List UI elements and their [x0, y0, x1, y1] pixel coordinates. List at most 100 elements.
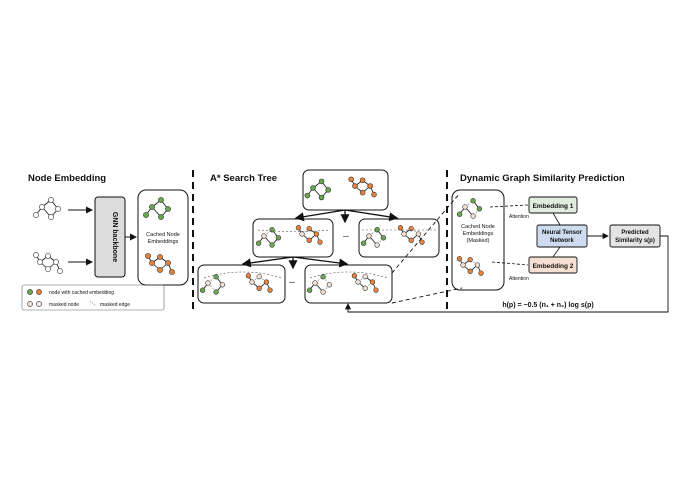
legend-orange-node: [36, 289, 42, 295]
plain-node: [37, 259, 43, 265]
root-graph-green: [304, 178, 331, 201]
tree-root-box: [302, 169, 389, 211]
cached-node: [359, 177, 366, 184]
tree-edge-4: [241, 256, 294, 268]
masked-node: [462, 204, 468, 210]
cached-node: [467, 268, 473, 274]
masked-node: [320, 289, 326, 295]
cached-node: [351, 273, 358, 279]
graph-layer: [27, 176, 484, 307]
masked-node: [415, 231, 422, 237]
cached-node: [267, 287, 273, 293]
l2-left-orange: [245, 273, 273, 293]
masked-node: [261, 233, 267, 239]
masked-node: [362, 273, 368, 280]
predicted-label-line1: Predicted: [621, 230, 649, 236]
cached-node: [295, 225, 302, 231]
emb1-to-ntn: [552, 212, 561, 226]
title-similarity: Dynamic Graph Similarity Prediction: [460, 173, 625, 184]
plain-node: [39, 204, 45, 210]
l1-left-orange: [295, 225, 323, 245]
cached-node: [165, 260, 171, 266]
cached-node: [397, 225, 404, 231]
legend-masked-edge: [89, 300, 97, 307]
cached-graph-green: [143, 197, 171, 220]
masked-node: [362, 285, 368, 291]
plain-node: [48, 197, 54, 203]
masked-box-green: [456, 198, 483, 219]
masked-node: [460, 262, 466, 268]
matching-arc: [257, 229, 331, 232]
plain-node: [33, 252, 39, 258]
cached-node: [275, 235, 282, 241]
cached-node: [169, 269, 175, 275]
cached-node: [369, 279, 376, 285]
cached-node: [269, 227, 275, 233]
masked-node: [401, 231, 407, 237]
tree-edge-2: [344, 209, 399, 222]
masked-node: [256, 273, 262, 280]
masked-node: [249, 279, 255, 285]
legend-masked-node-1: [27, 301, 33, 307]
emb2-to-ntn: [552, 246, 561, 258]
plain-node: [55, 206, 61, 212]
legend-green-node: [27, 289, 33, 295]
cached-node: [158, 214, 164, 220]
tree-level2-left-box: [197, 264, 286, 304]
cached-node: [306, 225, 312, 232]
legend-masked-label: masked node: [49, 302, 79, 308]
cached-node: [213, 289, 219, 295]
cached-node: [348, 176, 354, 183]
ellipsis-level1: ...: [343, 232, 349, 239]
masked-node: [205, 280, 211, 286]
cached-node: [213, 274, 219, 280]
cached-node: [149, 204, 155, 210]
masked-box-orange: [456, 256, 484, 276]
cached-label-line2: Embeddings: [148, 239, 179, 245]
masked-label-line3: (Masked): [467, 238, 490, 244]
gnn-backbone-box: [94, 196, 126, 278]
plain-node: [57, 268, 63, 274]
masked-node: [366, 233, 372, 239]
masked-embeddings-box: [451, 189, 505, 291]
attention-line-1: [489, 204, 529, 208]
plain-node: [45, 266, 51, 272]
title-node-embedding: Node Embedding: [28, 173, 106, 184]
cached-node: [149, 260, 155, 266]
cached-label-line1: Cached Node: [146, 232, 180, 238]
cached-node: [263, 279, 270, 285]
legend-masked-node-2: [36, 301, 42, 307]
l1-right-orange: [397, 225, 425, 245]
cached-node: [158, 197, 164, 203]
cached-node: [199, 287, 206, 293]
attention-label-2: Attention: [509, 276, 529, 282]
cached-graph-orange: [145, 253, 175, 275]
title-search-tree: A* Search Tree: [210, 173, 277, 184]
l2-right-green: [306, 274, 333, 295]
masked-node: [374, 242, 380, 248]
cached-node: [306, 287, 313, 293]
cached-node: [359, 189, 366, 196]
gnn-label: GNN backbone: [111, 212, 118, 262]
l2-right-orange: [351, 273, 379, 293]
masked-node: [219, 282, 226, 288]
plain-node: [48, 214, 54, 220]
cached-node: [476, 206, 483, 212]
cached-node: [352, 183, 358, 189]
cached-node: [145, 253, 151, 259]
attention-label-1: Attention: [509, 214, 529, 220]
cached-node: [255, 240, 262, 246]
legend-cached-label: node with cached embedding: [49, 290, 114, 296]
heuristic-formula: h(p) = −0.5 (n₁ + n₂) log s(p): [502, 302, 593, 309]
plain-node: [33, 212, 39, 218]
tree-level1-right-box: [358, 218, 440, 258]
cached-node: [256, 285, 262, 291]
l2-left-green: [199, 274, 226, 295]
cached-node: [419, 239, 425, 245]
embedding-2-label: Embedding 2: [533, 263, 574, 270]
cached-node: [360, 240, 367, 246]
masked-node: [355, 279, 361, 285]
embedding-1-label: Embedding 1: [533, 203, 574, 210]
cached-node: [320, 274, 326, 280]
tree-level2-right-box: [304, 264, 393, 304]
